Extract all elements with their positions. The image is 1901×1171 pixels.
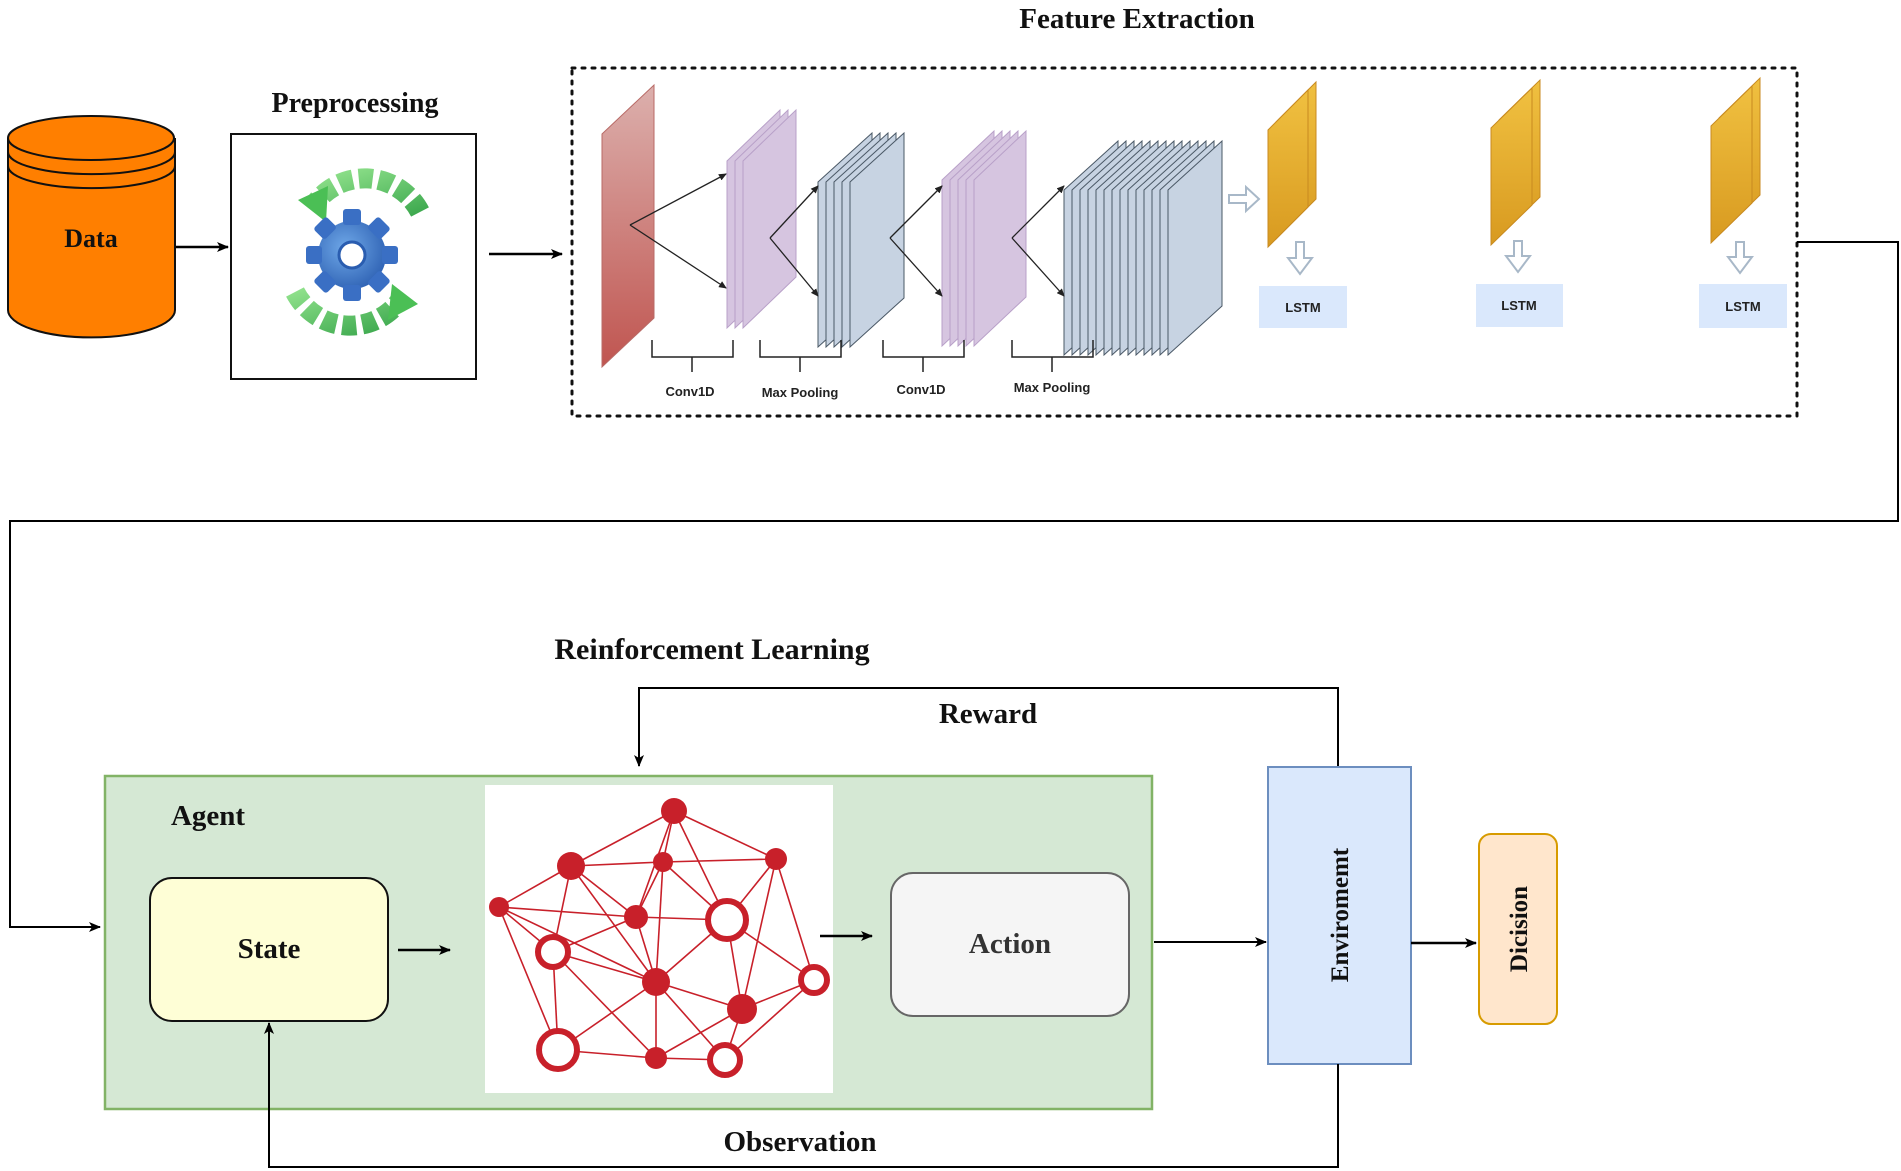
reinforcement-learning-title: Reinforcement Learning	[554, 633, 869, 666]
lstm-label-2: LSTM	[1501, 298, 1536, 313]
lstm-feature-block-2	[1490, 78, 1541, 247]
neural-network-icon	[485, 785, 833, 1093]
conv1d-label-1: Conv1D	[665, 384, 714, 399]
lstm-box-2	[1476, 284, 1563, 327]
lstm-label-1: LSTM	[1285, 300, 1320, 315]
environment-label: Enviromemt	[1327, 847, 1354, 982]
conv1d-layer-1	[726, 108, 797, 330]
action-label: Action	[969, 928, 1051, 960]
lstm-label-3: LSTM	[1725, 299, 1760, 314]
max-pooling-layer-1	[817, 131, 905, 349]
state-box	[149, 877, 389, 1022]
observation-arrow	[264, 1022, 1339, 1168]
reward-label: Reward	[939, 698, 1037, 730]
hollow-arrow-to-lstm-features	[1228, 184, 1261, 214]
gear-cycle-icon	[286, 168, 429, 336]
agent-label: Agent	[171, 800, 245, 832]
state-label: State	[238, 933, 301, 965]
hollow-down-arrows	[1286, 240, 1754, 276]
data-cylinder: Data	[7, 115, 176, 339]
lstm-feature-block-3	[1710, 76, 1761, 245]
conv1d-label-2: Conv1D	[896, 382, 945, 397]
lstm-box-1	[1259, 286, 1347, 328]
feature-extraction-title: Feature Extraction	[1019, 3, 1254, 35]
observation-label: Observation	[723, 1126, 876, 1158]
preprocessing-title: Preprocessing	[272, 88, 439, 119]
action-box	[890, 872, 1130, 1017]
connector-feature-extraction-to-agent	[9, 241, 1899, 932]
data-label: Data	[64, 224, 117, 253]
lstm-feature-block-1	[1267, 80, 1317, 249]
conv1d-layer-2	[941, 129, 1027, 348]
max-pooling-layer-2	[1063, 139, 1223, 357]
reward-arrow	[634, 687, 1339, 767]
layer-brackets	[651, 340, 1094, 372]
max-pooling-label-1: Max Pooling	[762, 385, 839, 400]
decision-box	[1478, 833, 1558, 1025]
environment-box	[1267, 766, 1412, 1065]
max-pooling-label-2: Max Pooling	[1014, 380, 1091, 395]
lstm-box-3	[1699, 284, 1787, 328]
input-layer	[601, 83, 655, 369]
convolution-projection-lines	[629, 173, 1065, 297]
decision-label: Dicision	[1506, 886, 1533, 972]
